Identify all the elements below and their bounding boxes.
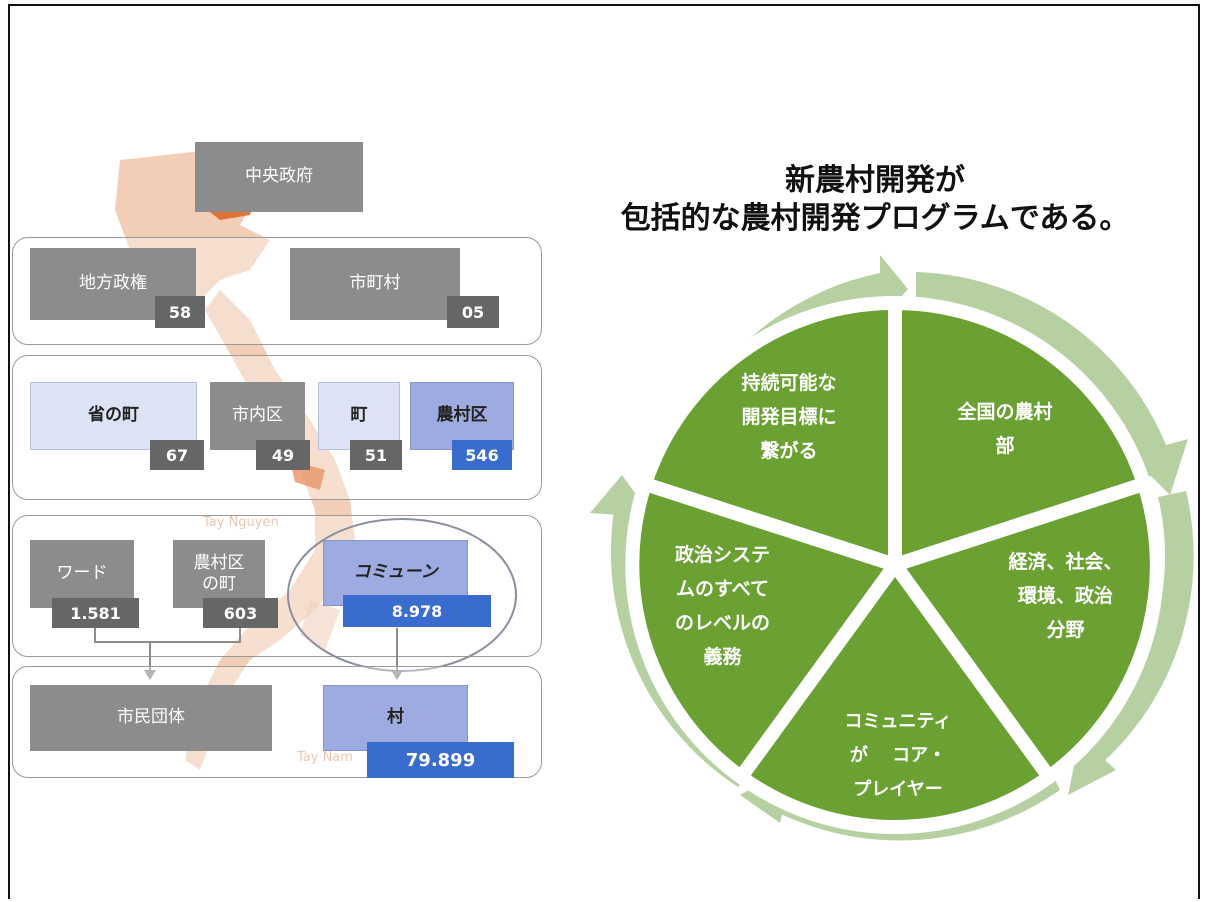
segment-label-political-line3: のレベルの <box>674 612 770 634</box>
rural-town-line2: の町 <box>202 574 236 594</box>
central-government-box: 中央政府 <box>195 142 363 212</box>
rural-district-box: 農村区 <box>410 382 514 450</box>
segment-label-community-line2: が コア・ <box>849 745 947 766</box>
slide-frame <box>8 4 1200 899</box>
segment-label-community-line1: コミュニティ <box>844 711 952 732</box>
segment-label-sdg-line1: 持続可能な <box>741 372 837 394</box>
connector-lines <box>94 628 403 680</box>
municipal-count: 05 <box>447 296 499 328</box>
segment-community <box>734 558 1056 834</box>
segment-label-sdg-line2: 開発目標に <box>741 406 837 428</box>
cycle-title-line2: 包括的な農村開発プログラムである。 <box>620 201 1130 236</box>
provincial-town-box: 省の町 <box>30 382 197 450</box>
map-label-tay-nguyen: Tay Nguyen <box>203 515 279 530</box>
segment-label-political-line2: ムのすべて <box>676 578 769 600</box>
rural-district-count: 546 <box>452 440 512 470</box>
provincial-count: 58 <box>155 296 205 328</box>
segment-label-community-line3: プレイヤー <box>853 779 943 800</box>
municipal-box: 市町村 <box>290 248 460 320</box>
segment-label-political-line4: 義務 <box>703 646 742 668</box>
segment-fields <box>888 477 1164 784</box>
village-box: 村 <box>323 685 468 751</box>
segment-label-rural-areas-line1: 全国の農村 <box>957 401 1053 423</box>
segment-label-rural-areas-line2: 部 <box>995 435 1015 457</box>
segment-label-political-line1: 政治システ <box>674 544 770 566</box>
segment-label-fields-line1: 経済、社会、 <box>1008 551 1123 573</box>
segment-label-fields-line3: 分野 <box>1046 619 1085 641</box>
cycle-diagram <box>590 255 1194 841</box>
civil-group-box: 市民団体 <box>30 685 272 751</box>
map-label-tay-nam: Tay Nam <box>297 750 353 765</box>
town-box: 町 <box>318 382 400 450</box>
cycle-title: 新農村開発が 包括的な農村開発プログラムである。 <box>555 162 1195 238</box>
ward-box: ワード <box>30 540 134 608</box>
segment-label-fields-line2: 環境、政治 <box>1017 585 1113 607</box>
village-count: 79.899 <box>367 742 514 778</box>
segment-label-community: コミュニティ が コア・ プレイヤー <box>813 705 983 807</box>
rural-town-count: 603 <box>203 598 278 628</box>
provincial-town-count: 67 <box>150 440 204 470</box>
urban-district-count: 49 <box>256 440 310 470</box>
segment-label-rural-areas: 全国の農村 部 <box>920 395 1090 463</box>
rural-town-line1: 農村区 <box>193 552 245 573</box>
rural-town-box: 農村区 の町 <box>173 540 265 608</box>
commune-count: 8.978 <box>343 595 491 627</box>
segment-label-sdg: 持続可能な 開発目標に 繋がる <box>704 366 874 468</box>
cycle-title-line1: 新農村開発が <box>785 163 965 198</box>
segment-political <box>625 477 902 784</box>
town-count: 51 <box>350 440 402 470</box>
segment-label-fields: 経済、社会、 環境、政治 分野 <box>978 545 1153 647</box>
urban-district-box: 市内区 <box>210 382 305 450</box>
segment-label-political: 政治システ ムのすべて のレベルの 義務 <box>640 538 805 674</box>
ward-count: 1.581 <box>52 598 139 628</box>
segment-label-sdg-line3: 繋がる <box>760 440 818 462</box>
